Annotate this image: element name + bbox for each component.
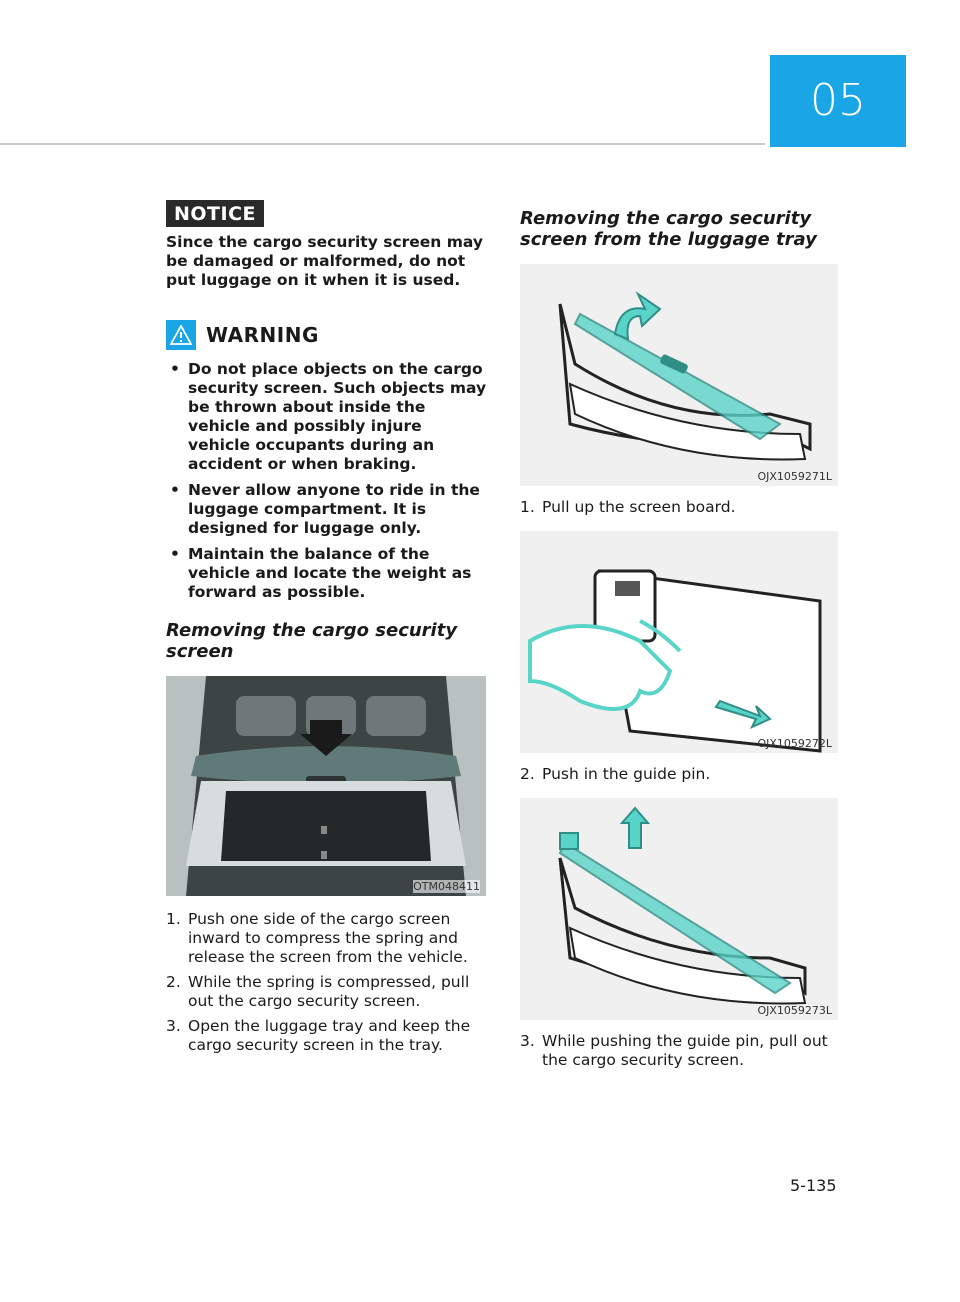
warning-header: WARNING	[166, 320, 488, 350]
cargo-area-illustration	[166, 676, 486, 896]
warning-item: Maintain the balance of the vehicle and …	[166, 545, 488, 602]
step-text: While the spring is compressed, pull out…	[188, 973, 470, 1010]
pull-up-screen-figure: OJX1059271L	[520, 264, 838, 486]
section-title: Removing the cargo security screen	[166, 620, 458, 662]
step-text: Open the luggage tray and keep the cargo…	[188, 1017, 471, 1054]
step-text: While pushing the guide pin, pull out th…	[542, 1032, 828, 1069]
chapter-tab: 05	[770, 55, 906, 147]
warning-triangle-icon	[166, 320, 196, 350]
header-rule	[0, 143, 765, 145]
tray-illustration	[558, 291, 812, 461]
left-column: NOTICE Since the cargo security screen m…	[166, 200, 488, 1061]
warning-list: Do not place objects on the cargo securi…	[166, 360, 488, 602]
right-column: Removing the cargo security screen from …	[520, 208, 840, 1076]
step-number: 1.	[166, 910, 181, 928]
section-title: Removing the cargo security screen from …	[520, 208, 817, 250]
push-guide-pin-figure: OJX1059272L	[520, 531, 838, 753]
step-list: 3. While pushing the guide pin, pull out …	[520, 1032, 840, 1070]
figure-caption: OJX1059273L	[757, 1004, 832, 1017]
step-list: 2. Push in the guide pin.	[520, 765, 840, 784]
step-text: Pull up the screen board.	[542, 498, 736, 516]
warning-item: Do not place objects on the cargo securi…	[166, 360, 488, 474]
step-list: 1. Pull up the screen board.	[520, 498, 840, 517]
step-item: 3. While pushing the guide pin, pull out …	[520, 1032, 840, 1070]
notice-badge: NOTICE	[166, 200, 265, 227]
pull-out-illustration	[558, 806, 807, 1005]
step-number: 2.	[166, 973, 181, 991]
step-item: 2. Push in the guide pin.	[520, 765, 840, 784]
step-number: 3.	[520, 1032, 535, 1050]
step-item: 1. Pull up the screen board.	[520, 498, 840, 517]
step-item: 2. While the spring is compressed, pull o…	[166, 973, 488, 1011]
figure-caption: OJX1059272L	[757, 737, 832, 750]
step-text: Push one side of the cargo screen inward…	[188, 910, 468, 966]
guide-pin-illustration	[528, 569, 822, 753]
warning-item: Never allow anyone to ride in the luggag…	[166, 481, 488, 538]
step-number: 1.	[520, 498, 535, 516]
step-text: Push in the guide pin.	[542, 765, 711, 783]
figure-caption: OJX1059271L	[757, 470, 832, 483]
step-list: 1. Push one side of the cargo screen inwa…	[166, 910, 488, 1055]
warning-label: WARNING	[206, 323, 319, 347]
notice-text: Since the cargo security screen may be d…	[166, 233, 483, 289]
page-number: 5-135	[790, 1176, 837, 1195]
step-number: 2.	[520, 765, 535, 783]
figure-caption: OTM048411	[413, 880, 480, 893]
step-number: 3.	[166, 1017, 181, 1035]
step-item: 3. Open the luggage tray and keep the car…	[166, 1017, 488, 1055]
pull-out-screen-figure: OJX1059273L	[520, 798, 838, 1020]
step-item: 1. Push one side of the cargo screen inwa…	[166, 910, 488, 967]
cargo-area-figure: OTM048411	[166, 676, 486, 896]
